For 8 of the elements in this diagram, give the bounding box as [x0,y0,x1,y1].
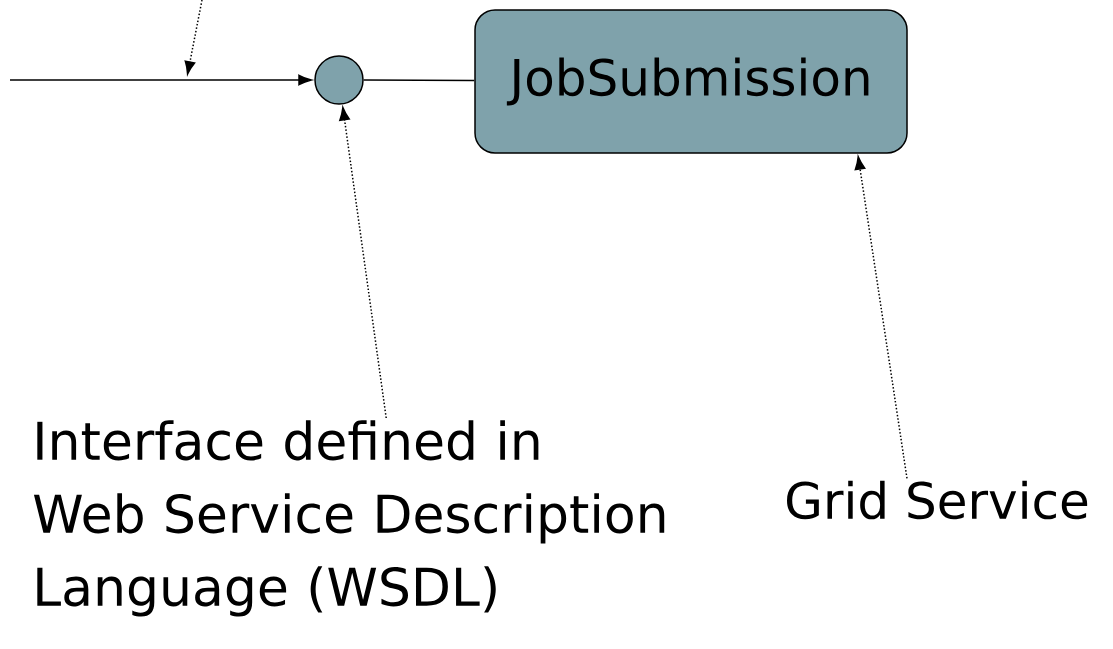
text-label: Grid Service [787,480,1088,520]
arrow [9,74,312,86]
interface-circle [314,55,364,105]
leader-line [854,156,908,480]
connector-line [363,79,475,82]
text-label: Interface defined in Web Service Description Language (WSDL) [33,420,665,617]
leader-line [339,106,387,419]
service-box: JobSubmission [474,9,908,154]
